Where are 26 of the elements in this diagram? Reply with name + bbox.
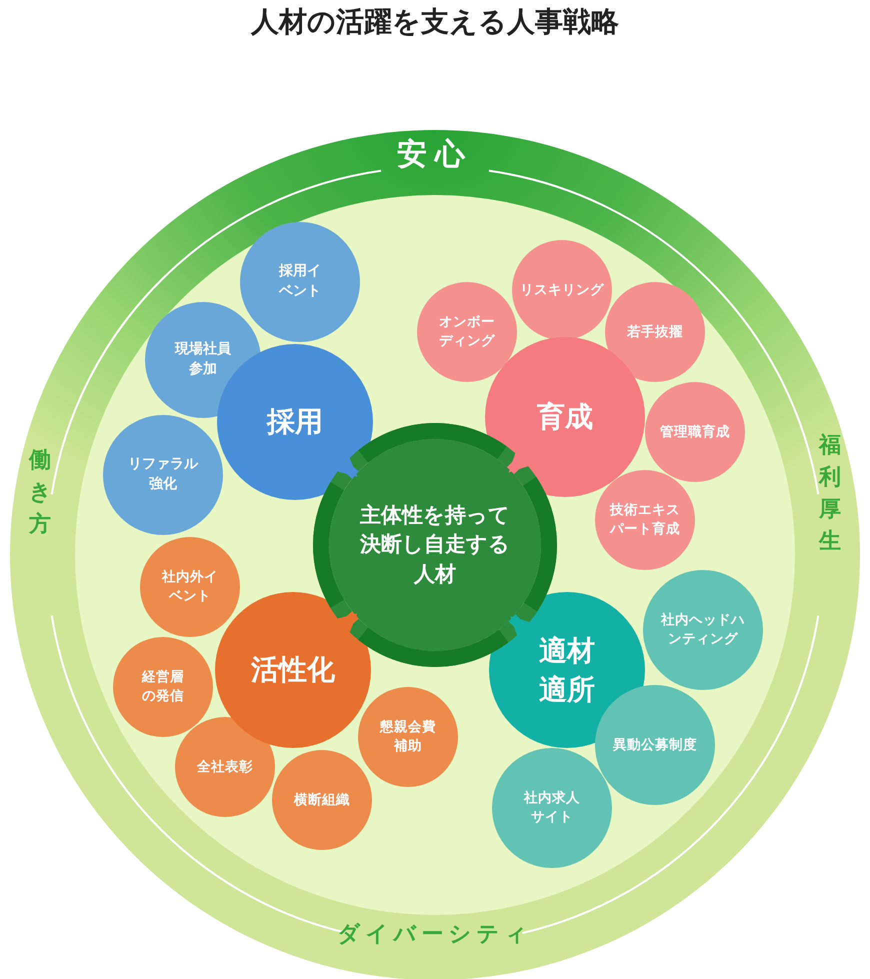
ring-label: ダイバーシティ xyxy=(338,924,532,946)
circle-label: リファラル強化 xyxy=(127,455,200,494)
circle-label: 異動公募制度 xyxy=(612,736,698,754)
title: 人材の活躍を支える人事戦略 xyxy=(250,4,620,40)
circle-label: リスキリング xyxy=(518,280,605,300)
circle-label: 適材適所 xyxy=(538,632,596,708)
circle-label: 採用 xyxy=(266,404,324,440)
circle-label: オンボーディング xyxy=(438,313,496,351)
circle-label: 経営層の発信 xyxy=(140,668,185,706)
circle-label: 社内外イベント xyxy=(160,568,219,606)
circle-label: 管理職育成 xyxy=(658,422,731,442)
circle-label: 主体性を持って決断し自走する人材 xyxy=(358,502,511,588)
circle-label: 技術エキスパート育成 xyxy=(609,501,681,539)
ring-label: 安心 xyxy=(397,140,473,170)
circle-label: 社内ヘッドハンティング xyxy=(660,611,746,649)
ring-label: 福利厚生 xyxy=(819,432,841,556)
ring-label: 働き方 xyxy=(29,447,51,539)
circle-label: 採用イベント xyxy=(278,262,322,301)
circle-label: 懇親会費補助 xyxy=(378,718,437,756)
circle-label: 活性化 xyxy=(250,652,336,688)
circle-label: 現場社員参加 xyxy=(174,340,232,379)
circle-label: 全社表彰 xyxy=(196,758,254,776)
circle-label: 横断組織 xyxy=(292,790,351,810)
circle-label: 社内求人サイト xyxy=(522,789,581,827)
circle-label: 育成 xyxy=(536,399,594,436)
circle-label: 若手抜擢 xyxy=(626,322,684,342)
